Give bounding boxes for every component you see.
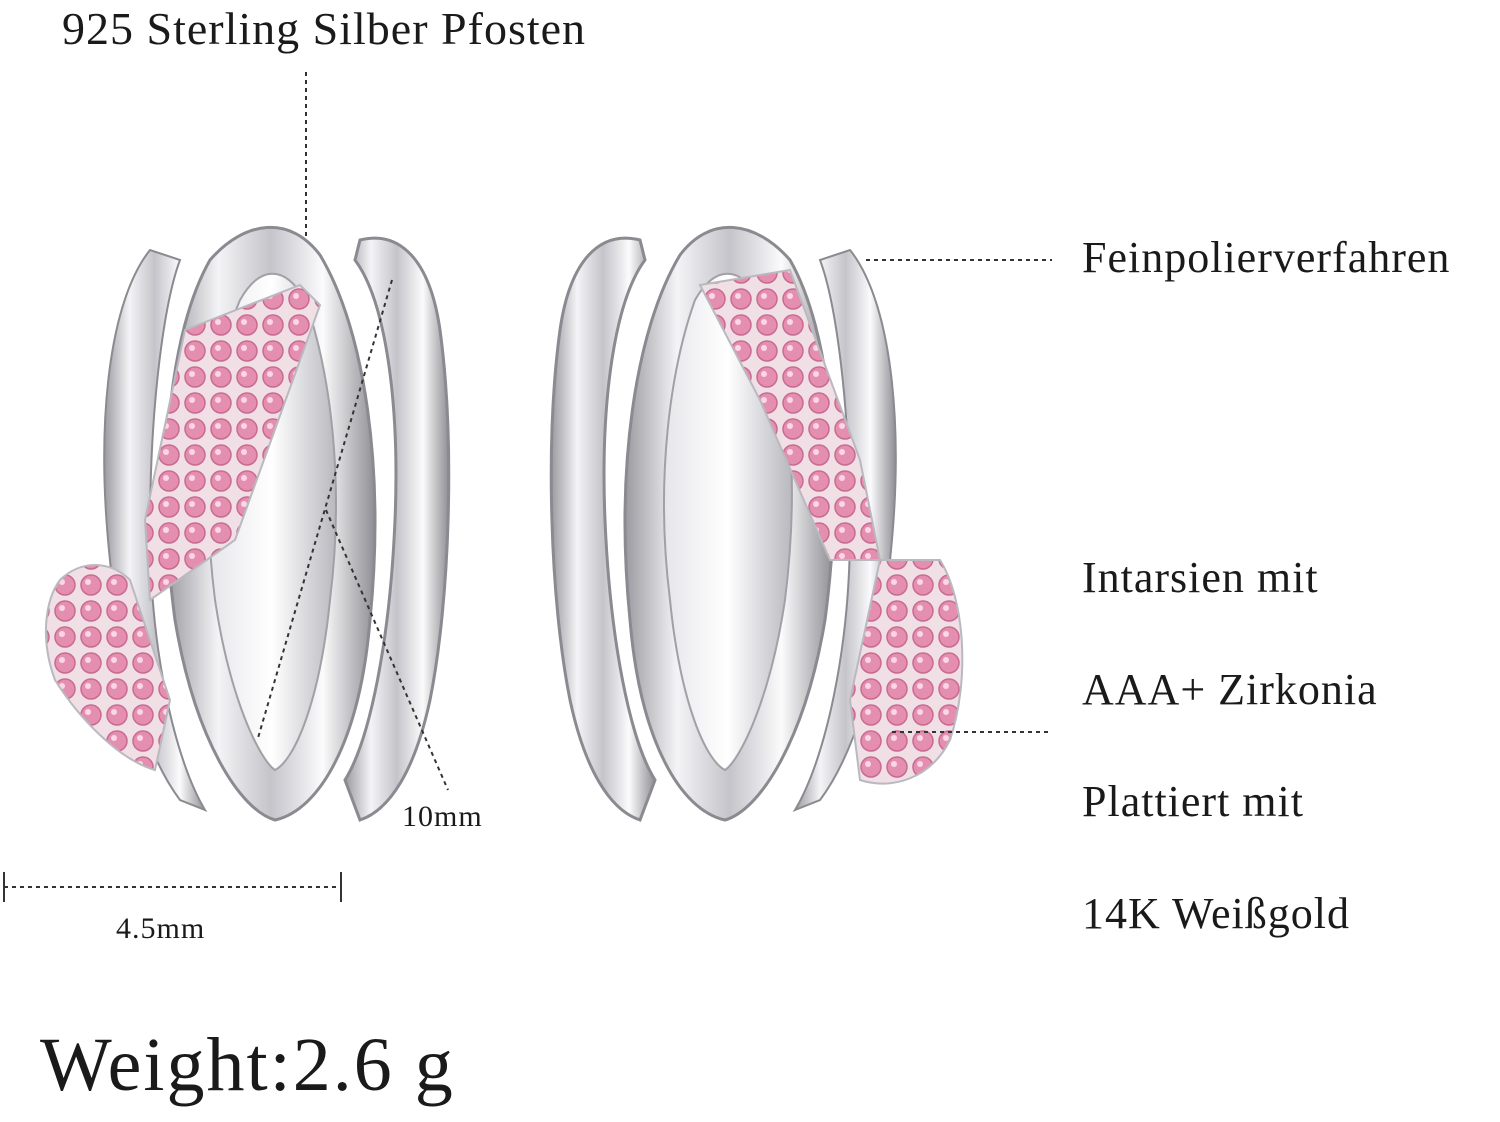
left-earring: [45, 225, 451, 822]
weight-label: Weight:2.6 g: [40, 1023, 455, 1107]
height-measure-line-b: [325, 509, 449, 791]
right-earring: [549, 225, 964, 822]
width-measure-ticks: [3, 872, 342, 902]
polish-feature-label: Feinpolierverfahren: [1082, 233, 1451, 282]
height-dimension-label: 10mm: [402, 800, 483, 833]
width-dimension-label: 4.5mm: [116, 912, 206, 945]
inlay-feature-line1: Intarsien mit: [1082, 553, 1319, 602]
indicator-lines: [4, 72, 1052, 888]
plating-feature-line1: Plattiert mit: [1082, 777, 1304, 826]
inlay-feature-line2: AAA+ Zirkonia: [1082, 665, 1378, 714]
material-title: 925 Sterling Silber Pfosten: [62, 3, 587, 54]
plating-feature-line2: 14K Weißgold: [1082, 889, 1350, 938]
